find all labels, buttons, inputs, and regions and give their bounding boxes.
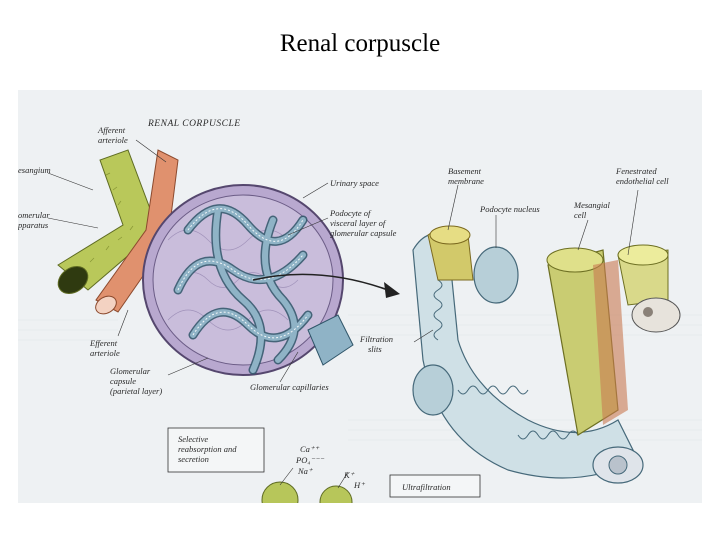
selective-reabsorption-box <box>167 427 265 473</box>
mesangial-cell <box>631 297 681 333</box>
figure-heading: RENAL CORPUSCLE <box>147 119 241 129</box>
label-ion-h: H⁺ <box>353 480 366 490</box>
label-afferent: Afferent <box>97 125 126 135</box>
label-juxtaglomerular-2: pparatus <box>18 220 49 230</box>
afferent-arteriole <box>57 149 159 291</box>
label-juxtaglomerular-1: omerular <box>18 210 50 220</box>
label-podocyte-1: Podocyte of <box>329 208 372 218</box>
label-glomerular-capsule-2: capsule <box>110 376 136 386</box>
label-ion-na: Na⁺ <box>297 466 314 476</box>
label-podocyte-3: glomerular capsule <box>330 228 397 238</box>
tubule-cell-left <box>261 481 299 503</box>
podocyte-nucleus <box>473 246 519 304</box>
label-glomerular-capsule-3: (parietal layer) <box>110 386 162 396</box>
label-selective-2: reabsorption and <box>178 444 237 454</box>
label-podocyte-nucleus: Podocyte nucleus <box>479 204 540 214</box>
label-podocyte-2: visceral layer of <box>330 218 387 228</box>
label-efferent-2: arteriole <box>90 348 120 358</box>
label-afferent-2: arteriole <box>98 135 128 145</box>
afferent-lumen <box>57 266 89 294</box>
label-mesangium: esangium <box>18 165 51 175</box>
label-filtration-2: slits <box>368 344 382 354</box>
illustration-svg: RENAL CORPUSCLE Afferent arteriole esang… <box>18 119 702 503</box>
label-fenestrated-1: Fenestrated <box>615 166 657 176</box>
slide-title: Renal corpuscle <box>279 30 441 57</box>
label-mesangial-1: Mesangial <box>573 200 611 210</box>
proximal-tubule-stub <box>307 314 354 366</box>
tubule-cell-right <box>319 485 353 503</box>
label-mesangial-2: cell <box>574 210 587 220</box>
label-ion-k: K⁺ <box>343 470 356 480</box>
podocyte-body <box>412 233 639 479</box>
magnification-arrow <box>252 273 389 291</box>
label-urinary-space: Urinary space <box>330 178 379 188</box>
label-fenestrated-2: endothelial cell <box>616 176 669 186</box>
label-basement-2: membrane <box>448 176 484 186</box>
label-ion-po4: PO₄⁻⁻⁻ <box>295 455 325 465</box>
label-selective-1: Selective <box>178 434 208 444</box>
ultrafiltration-box <box>389 474 481 498</box>
renal-corpuscle-illustration: RENAL CORPUSCLE Afferent arteriole esang… <box>18 90 702 503</box>
label-selective-3: secretion <box>178 454 209 464</box>
label-filtration-1: Filtration <box>359 334 393 344</box>
label-glomerular-capillaries: Glomerular capillaries <box>250 382 329 392</box>
label-basement-1: Basement <box>448 166 482 176</box>
efferent-arteriole <box>95 149 179 313</box>
label-glomerular-capsule-1: Glomerular <box>110 366 151 376</box>
label-efferent: Efferent <box>89 338 118 348</box>
label-ion-ca: Ca⁺⁺ <box>300 444 320 454</box>
label-ultrafiltration: Ultrafiltration <box>402 482 451 492</box>
